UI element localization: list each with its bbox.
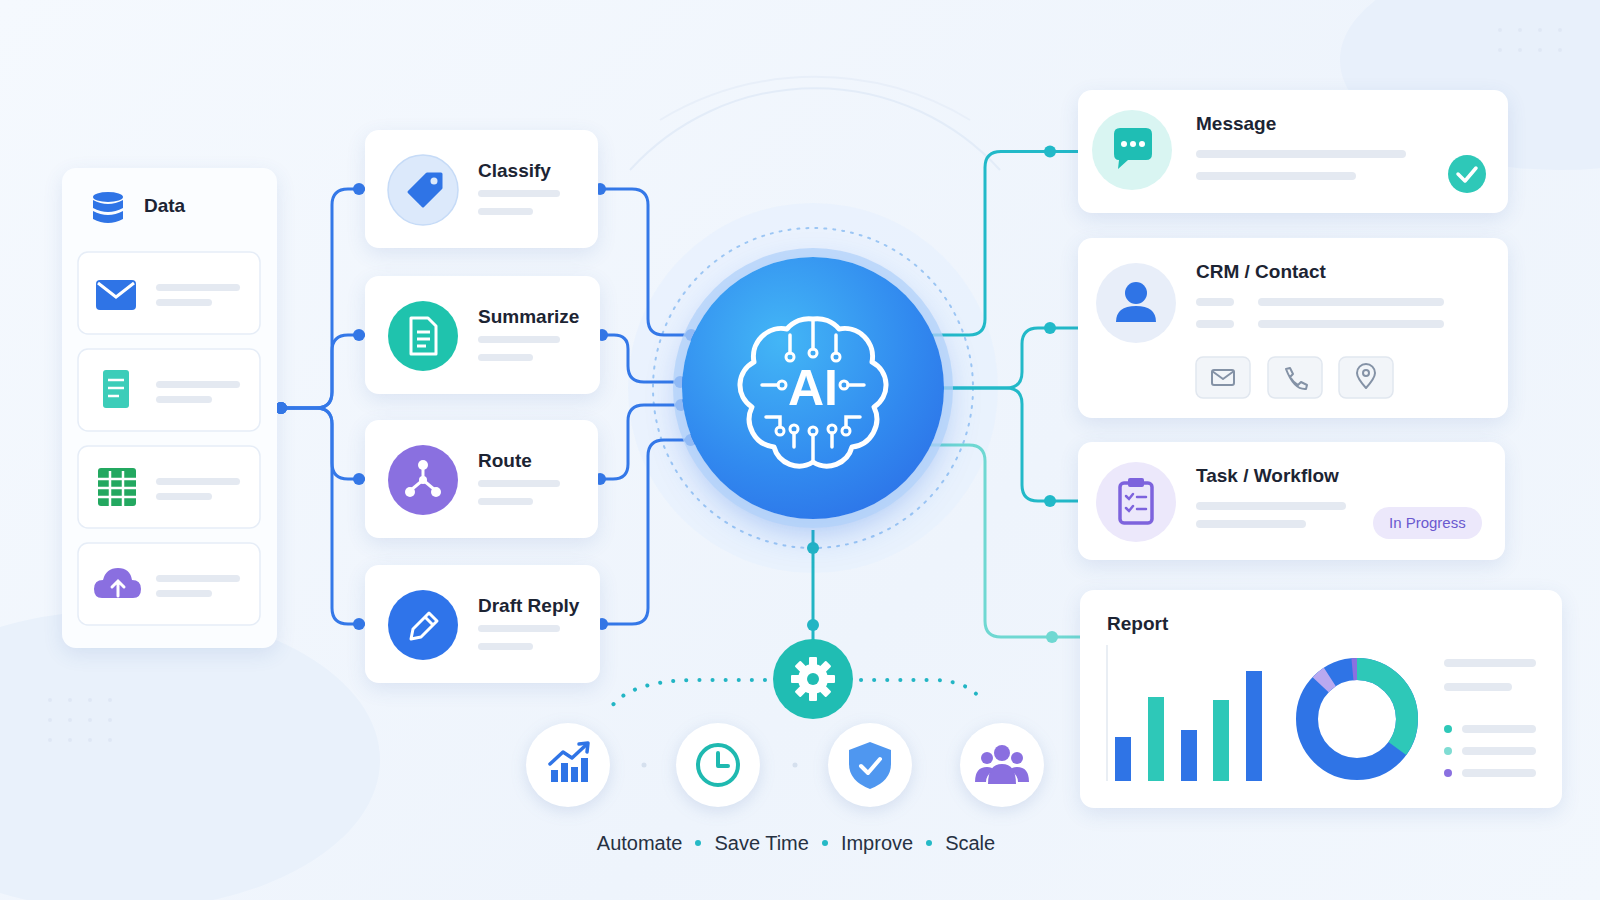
glow xyxy=(628,203,998,573)
connector-line xyxy=(598,189,693,335)
clipboard-icon xyxy=(1078,442,1505,560)
connector-line xyxy=(277,408,365,479)
halo-arc xyxy=(660,77,970,120)
benefit-label: Save Time xyxy=(714,830,808,856)
connector xyxy=(596,329,686,388)
connector-dot xyxy=(353,183,365,195)
connector-dot xyxy=(1044,322,1056,334)
process-card: Draft Reply xyxy=(365,565,600,683)
benefit-label: Automate xyxy=(597,830,683,856)
dotted-ring xyxy=(653,228,973,548)
connector xyxy=(933,146,1078,336)
report-card: Report xyxy=(1080,590,1562,808)
connector-line xyxy=(598,405,683,479)
separator-dot xyxy=(822,840,828,846)
benefit-icons xyxy=(526,723,1044,807)
connector xyxy=(944,322,1078,388)
link-dot xyxy=(807,619,819,631)
node-title: Data xyxy=(144,194,185,217)
ai-core: AI xyxy=(682,257,944,519)
connector xyxy=(275,402,365,485)
data-sources-art xyxy=(62,168,277,648)
connector-dot xyxy=(1044,495,1056,507)
output-card: CRM / Contact xyxy=(1078,238,1508,418)
benefit-label: Scale xyxy=(945,830,995,856)
chat-icon xyxy=(1078,90,1508,213)
link-dot xyxy=(807,542,819,554)
connector xyxy=(594,183,697,341)
connector-line xyxy=(944,328,1078,388)
badge-text: In Progress xyxy=(1389,513,1466,533)
node-title: CRM / Contact xyxy=(1196,260,1326,283)
node-title: Task / Workflow xyxy=(1196,464,1339,487)
node-title: Route xyxy=(478,449,532,472)
connector xyxy=(594,399,687,485)
node-title: Message xyxy=(1196,112,1276,135)
connector xyxy=(944,388,1078,507)
connector-dot xyxy=(1044,146,1056,158)
gear-icon xyxy=(773,639,853,719)
connector-dot xyxy=(1046,631,1058,643)
connector-line xyxy=(600,440,693,624)
connector-line xyxy=(933,152,1078,336)
node-title: Classify xyxy=(478,159,551,182)
connector-line xyxy=(600,335,682,382)
process-card: Summarize xyxy=(365,276,600,394)
connector-dot xyxy=(353,473,365,485)
separator-dot xyxy=(695,840,701,846)
connector xyxy=(275,183,365,414)
connector-line xyxy=(277,335,365,408)
connector xyxy=(931,445,1080,643)
data-panel: Data xyxy=(62,168,277,648)
output-card: Task / Workflow In Progress xyxy=(1078,442,1505,560)
benefit-row: Automate Save Time Improve Scale xyxy=(0,830,1592,856)
connector xyxy=(275,329,365,414)
ai-text: AI xyxy=(788,360,838,416)
process-card: Route xyxy=(365,420,598,538)
node-title: Report xyxy=(1107,612,1168,635)
tag-icon xyxy=(365,130,598,248)
process-card: Classify xyxy=(365,130,598,248)
node-title: Draft Reply xyxy=(478,594,579,617)
connector-line xyxy=(277,189,365,408)
pencil-icon xyxy=(365,565,598,683)
connector-line xyxy=(931,445,1080,637)
benefit-label: Improve xyxy=(841,830,913,856)
dotted-arc xyxy=(612,680,765,706)
bg-blob xyxy=(0,610,380,900)
network-icon xyxy=(365,420,598,538)
connector-line xyxy=(277,408,365,624)
connector xyxy=(275,402,365,630)
node-title: Summarize xyxy=(478,305,579,328)
connector-dot xyxy=(353,329,365,341)
separator-dot xyxy=(926,840,932,846)
dotted-arc xyxy=(861,680,982,702)
halo-arc xyxy=(630,88,1000,170)
connector-dot xyxy=(353,618,365,630)
status-badge: In Progress xyxy=(1373,507,1482,539)
connector xyxy=(596,434,697,630)
document-icon xyxy=(365,276,598,394)
output-card: Message xyxy=(1078,90,1508,213)
